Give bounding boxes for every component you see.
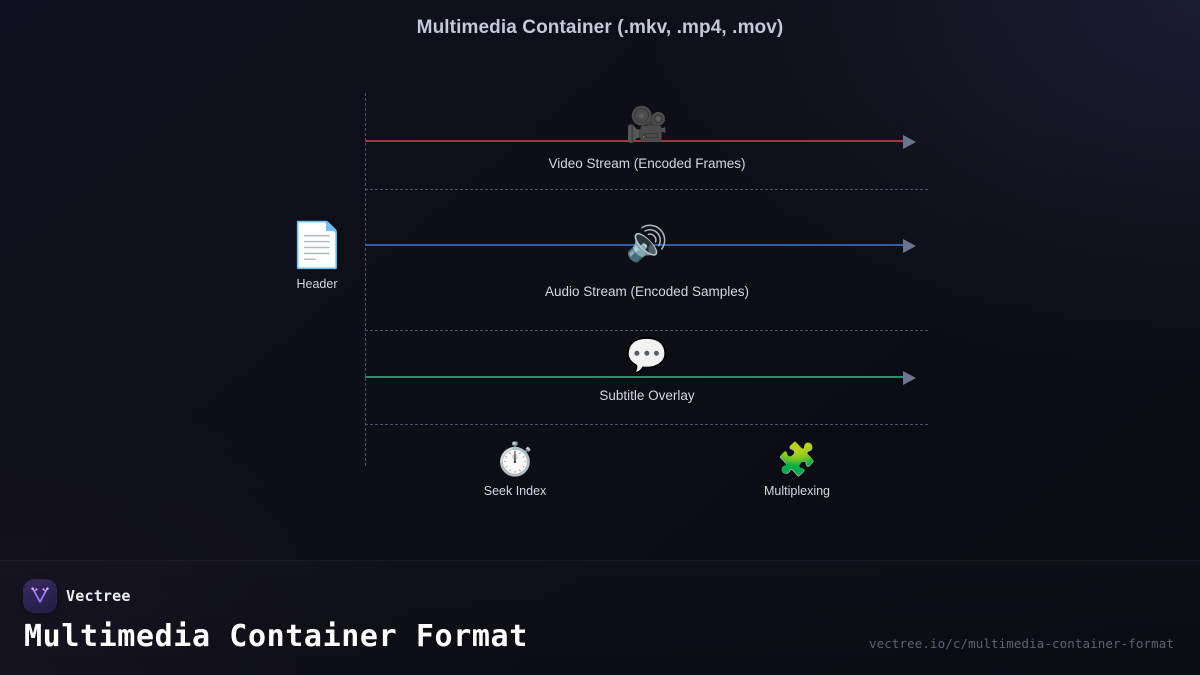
stream-audio-line: [365, 244, 908, 247]
loudspeaker-icon: 🔊: [625, 225, 669, 263]
stream-audio-arrowhead: [903, 239, 916, 253]
brand-name: Vectree: [66, 587, 131, 605]
footer-bar: Vectree Multimedia Container Format vect…: [0, 560, 1200, 675]
stream-video-label: Video Stream (Encoded Frames): [548, 156, 746, 171]
row-separator-1: [365, 189, 928, 190]
vectree-logo-icon: [24, 580, 56, 612]
movie-camera-icon: 🎥: [625, 106, 669, 144]
feature-multiplexing-label: Multiplexing: [763, 484, 831, 498]
document-icon: 📄: [289, 221, 345, 270]
header-node-label: Header: [296, 277, 338, 291]
feature-seek-index[interactable]: ⏱️ Seek Index: [484, 443, 547, 498]
diagram-canvas: Multimedia Container (.mkv, .mp4, .mov) …: [289, 17, 928, 498]
stream-video-line: [365, 140, 908, 143]
footer-title: Multimedia Container Format: [24, 619, 528, 654]
stream-subtitle-label: Subtitle Overlay: [599, 388, 695, 403]
header-node[interactable]: 📄 Header: [289, 221, 345, 292]
row-separator-3: [365, 424, 928, 425]
speech-balloon-icon: 💬: [625, 337, 669, 375]
stopwatch-icon: ⏱️: [495, 441, 535, 477]
diagram-title: Multimedia Container (.mkv, .mp4, .mov): [416, 17, 784, 38]
feature-seek-index-label: Seek Index: [483, 484, 547, 498]
brand[interactable]: Vectree: [24, 580, 131, 612]
puzzle-piece-icon: 🧩: [777, 441, 817, 477]
stream-video-arrowhead: [903, 135, 916, 149]
row-separator-2: [365, 330, 928, 331]
feature-multiplexing[interactable]: 🧩 Multiplexing: [764, 443, 830, 498]
stream-audio-label: Audio Stream (Encoded Samples): [544, 284, 750, 299]
stream-subtitle-line: [365, 376, 908, 379]
container-spine-dashed-line: [365, 93, 366, 466]
footer-url: vectree.io/c/multimedia-container-format: [868, 636, 1174, 651]
stream-subtitle-arrowhead: [903, 371, 916, 385]
